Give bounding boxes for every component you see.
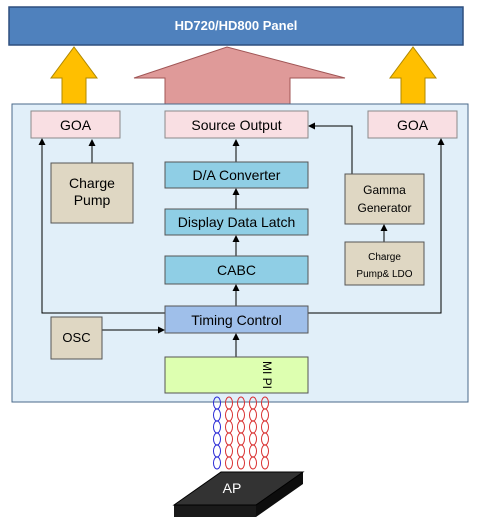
center-red-arrow (133, 46, 346, 105)
charge-pump-ldo-label-1: Charge (368, 252, 401, 263)
wire-link (237, 408, 245, 422)
charge-pump-box (50, 162, 134, 224)
left-yellow-arrow (50, 46, 98, 105)
osc-box (50, 316, 103, 360)
display-data-latch-box (164, 208, 309, 236)
wire-link (225, 420, 233, 434)
wire-link (213, 420, 221, 434)
source-output-box (164, 110, 309, 139)
ap-chip-top (172, 471, 305, 506)
wire-link (213, 456, 221, 470)
wire-link (261, 408, 269, 422)
wire-link (249, 444, 257, 458)
wire-link (225, 456, 233, 470)
osc-label: OSC (62, 330, 90, 345)
wire-link (261, 456, 269, 470)
da-converter-box (164, 161, 309, 189)
gamma-generator-label-1: Gamma (363, 183, 406, 197)
wire-link (213, 432, 221, 446)
wire-link (249, 432, 257, 446)
wire-link (237, 444, 245, 458)
wire-link (261, 420, 269, 434)
panel-title: HD720/HD800 Panel (175, 18, 298, 33)
mipi-box (164, 356, 309, 394)
goa-left-box (30, 110, 121, 139)
charge-pump-ldo-label-2: Pump& LDO (356, 269, 412, 280)
charge-pump-label-1: Charge (69, 175, 115, 191)
wire-link (213, 444, 221, 458)
charge-pump-ldo-box (344, 241, 425, 286)
wire-link (225, 444, 233, 458)
source-output-label: Source Output (191, 117, 281, 133)
wire-link (237, 456, 245, 470)
timing-control-label: Timing Control (191, 312, 282, 328)
wire-link (249, 420, 257, 434)
wire-link (261, 444, 269, 458)
display-data-latch-label: Display Data Latch (178, 214, 296, 230)
gamma-generator-label-2: Generator (357, 201, 411, 215)
charge-pump-label-2: Pump (74, 192, 111, 208)
right-yellow-arrow (389, 46, 437, 105)
panel-box (8, 6, 464, 46)
wire-link (237, 432, 245, 446)
mipi-wires (213, 396, 269, 470)
ap-chip-right-side (256, 472, 303, 517)
mipi-label: MI PI (260, 361, 274, 389)
cabc-label: CABC (217, 262, 256, 278)
wire-link (261, 432, 269, 446)
wire-link (249, 456, 257, 470)
wire-link (225, 408, 233, 422)
goa-right-box (367, 110, 458, 139)
wire-link (249, 408, 257, 422)
wire-link (213, 408, 221, 422)
goa-right-label: GOA (397, 117, 429, 133)
ap-chip-side (174, 505, 256, 517)
da-converter-label: D/A Converter (193, 167, 281, 183)
cabc-box (164, 255, 309, 285)
wire-link (225, 432, 233, 446)
timing-control-box (164, 305, 309, 334)
ap-label: AP (223, 480, 242, 496)
connections (38, 122, 445, 357)
gamma-generator-box (344, 173, 425, 225)
wire-link (237, 420, 245, 434)
goa-left-label: GOA (60, 117, 92, 133)
